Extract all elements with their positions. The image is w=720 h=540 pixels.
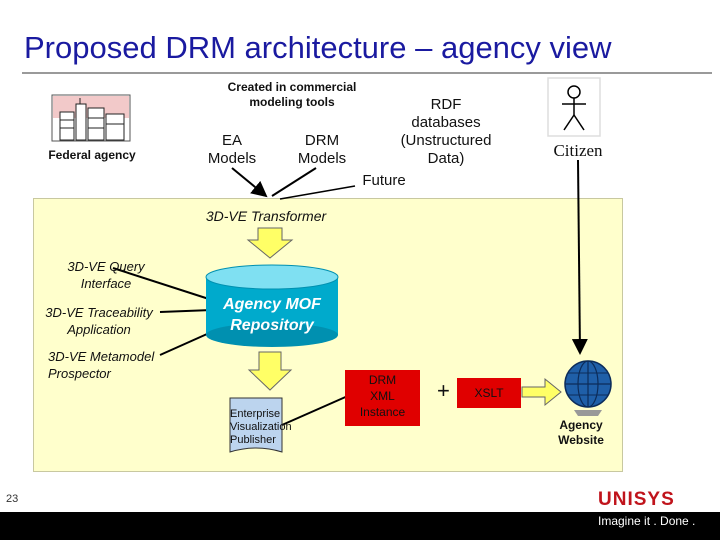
drm-xml-box — [345, 370, 420, 426]
connector-ea-models — [231, 167, 268, 198]
connector-publisher-drm — [281, 394, 351, 426]
federal-agency-icon — [51, 94, 131, 142]
future-label: Future — [362, 172, 406, 189]
ea-models-label: EA Models — [207, 132, 257, 167]
globe-icon — [564, 360, 612, 416]
federal-agency-label: Federal agency — [48, 148, 136, 162]
xslt-to-website-arrow — [521, 377, 562, 407]
repository-down-arrow — [247, 351, 293, 391]
footer-bar — [0, 512, 720, 540]
footer-tagline: Imagine it . Done . — [598, 514, 696, 528]
transformer-arrow — [246, 227, 294, 259]
publisher-label: Enterprise Visualization Publisher — [230, 408, 292, 446]
rdf-databases-label: RDF databases (Unstructured Data) — [400, 96, 492, 167]
transformer-label: 3D-VE Transformer — [205, 208, 327, 224]
commercial-tools-caption: Created in commercial modeling tools — [227, 80, 357, 109]
query-interface-label: 3D-VE Query Interface — [67, 259, 145, 291]
title-divider — [22, 72, 712, 74]
page-number: 23 — [6, 493, 19, 505]
traceability-app-label: 3D-VE Traceability Application — [45, 305, 153, 337]
drm-models-label: DRM Models — [297, 132, 347, 167]
citizen-icon — [547, 77, 601, 137]
repository-cylinder — [205, 264, 339, 347]
connector-citizen — [571, 159, 588, 355]
agency-website-label: Agency Website — [558, 418, 604, 447]
repository-label: Agency MOF Repository — [223, 296, 321, 334]
connector-traceability — [159, 309, 213, 313]
connector-rdf-future — [279, 185, 356, 200]
slide-title: Proposed DRM architecture – agency view — [24, 30, 612, 65]
drm-xml-label: DRM XML Instance — [359, 373, 406, 419]
xslt-box — [457, 378, 521, 408]
xslt-label: XSLT — [474, 386, 504, 400]
connector-query-interface — [112, 267, 213, 301]
citizen-label: Citizen — [553, 141, 603, 160]
unisys-logo: UNISYS — [598, 489, 675, 510]
plus-sign: + — [437, 378, 450, 403]
publisher-document — [229, 397, 283, 453]
connector-drm-models — [271, 167, 317, 197]
metamodel-prospector-label: 3D-VE Metamodel Prospector — [48, 349, 155, 381]
